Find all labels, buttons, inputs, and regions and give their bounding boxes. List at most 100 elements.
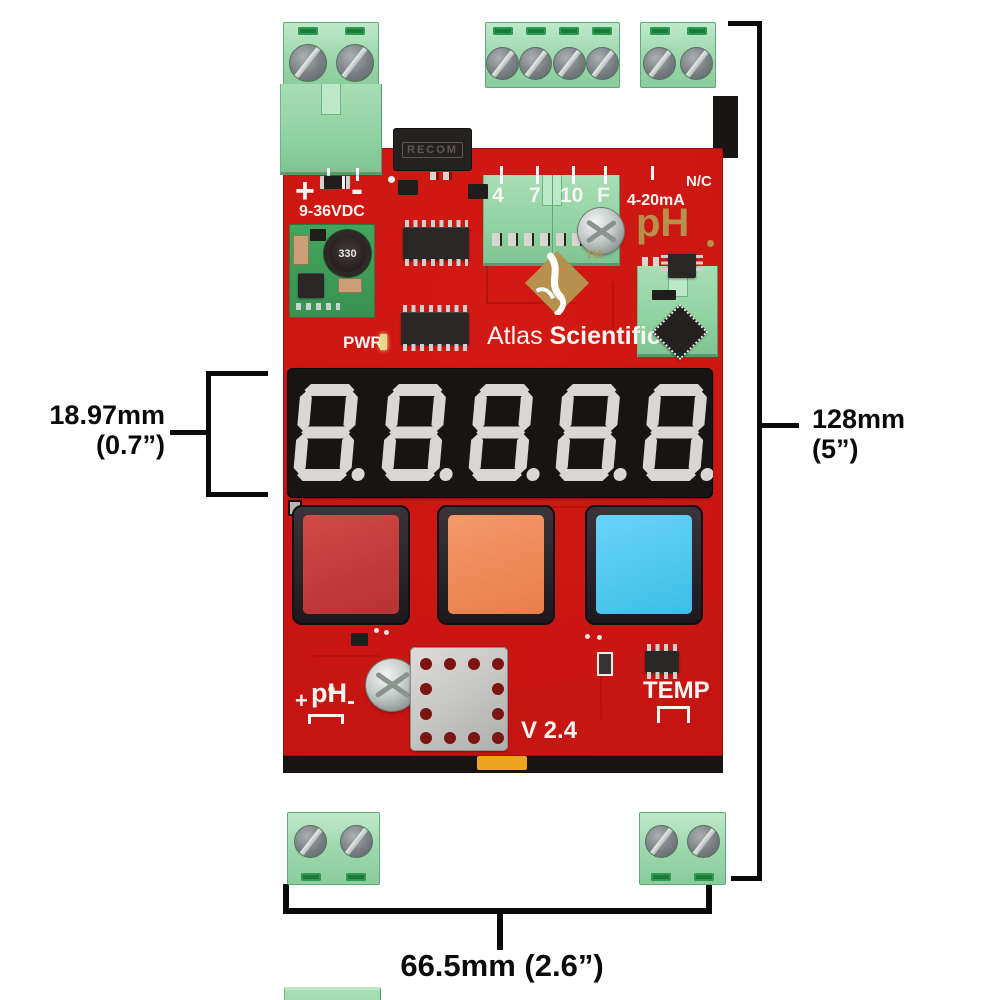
probe-bracket xyxy=(308,714,344,717)
temp-bracket xyxy=(657,706,690,709)
ic-pins xyxy=(647,672,678,679)
silkscreen-tick xyxy=(356,168,359,181)
display-height-bracket-line xyxy=(206,371,211,497)
orange-button xyxy=(437,505,555,625)
sot23-transistor xyxy=(468,184,488,199)
terminal-indicator xyxy=(492,27,513,35)
terminal-indicator xyxy=(686,27,707,35)
silkscreen-dot xyxy=(328,686,335,693)
terminal-indicator xyxy=(300,872,321,881)
terminal-screw xyxy=(294,824,328,858)
terminal-indicator xyxy=(592,27,613,35)
smd-part xyxy=(310,229,326,241)
cal-10-label: 10 xyxy=(560,184,584,207)
sot23-transistor xyxy=(398,180,418,195)
recom-dcdc-module: RECOM xyxy=(393,128,472,171)
temp-bracket xyxy=(657,706,660,723)
capacitor xyxy=(293,235,309,265)
power-plus-label: + xyxy=(295,172,315,210)
gold-pad xyxy=(707,240,714,247)
cal-f-label: F xyxy=(597,184,610,207)
terminal-screw xyxy=(585,46,619,80)
silkscreen-tick xyxy=(651,166,654,180)
pcb-trace xyxy=(600,660,602,720)
board-width-tick-right xyxy=(706,884,712,914)
probe-minus-label: - xyxy=(347,688,355,715)
probe-plus-label: + xyxy=(295,688,308,713)
blue-button-cap xyxy=(596,515,692,614)
probe-ph-label: pH xyxy=(311,678,347,708)
board-height-leader xyxy=(757,423,799,428)
terminal-screw xyxy=(288,44,327,82)
smd-dots xyxy=(374,628,379,633)
ic-pins xyxy=(661,255,668,275)
ic-pins xyxy=(647,644,678,651)
soic8-ic xyxy=(645,650,679,673)
dc-power-module: 330 xyxy=(289,224,375,318)
display-height-inch: (0.7”) xyxy=(95,430,165,461)
board-width-tick-left xyxy=(283,884,289,914)
temp-label: TEMP xyxy=(643,677,710,704)
mounting-screw xyxy=(366,659,418,711)
probe-bracket xyxy=(308,714,311,724)
output-terminal-screw-section xyxy=(640,22,716,88)
pcb-trace xyxy=(612,282,614,342)
atlas-diamond-logo xyxy=(525,251,589,315)
display-height-text: 18.97mm (0.7”) xyxy=(30,400,165,460)
board-height-text: 128mm (5”) xyxy=(812,404,905,464)
soic8-ic xyxy=(668,253,696,278)
ph-terminal-body xyxy=(284,987,381,1000)
board-height-tick-top xyxy=(728,21,762,26)
board-width-line xyxy=(283,908,712,914)
smd-capacitor-row xyxy=(492,233,588,246)
pcb-trace xyxy=(310,655,380,657)
inductor-value: 330 xyxy=(338,247,357,260)
silkscreen-dot xyxy=(388,176,395,183)
orange-button-cap xyxy=(448,515,544,614)
terminal-indicator xyxy=(344,27,365,35)
board-height-mm: 128mm xyxy=(812,404,906,434)
probe-bracket xyxy=(341,714,344,724)
tm-mark: TM xyxy=(586,249,602,261)
pwr-led xyxy=(380,334,387,350)
terminal-screw xyxy=(339,824,373,858)
terminal-screw xyxy=(552,46,586,80)
display-height-mm: 18.97mm xyxy=(49,400,165,430)
soic16-ic xyxy=(401,312,469,345)
board-width-text: 66.5mm (2.6”) xyxy=(400,948,604,983)
display-height-leader xyxy=(170,430,207,435)
din-rail-clip xyxy=(713,96,738,158)
seven-segment-digits xyxy=(292,384,713,481)
inductor-toroid: 330 xyxy=(324,230,371,277)
blue-button xyxy=(585,505,703,625)
power-minus-label: - xyxy=(351,168,363,209)
calibration-terminal-screw-section xyxy=(485,22,620,88)
ic-pins xyxy=(405,259,468,266)
power-range-label: 9-36VDC xyxy=(299,203,365,220)
terminal-screw xyxy=(519,46,553,80)
output-4-20ma-label: 4-20mA xyxy=(627,192,685,209)
display-height-bracket-tick xyxy=(206,371,268,376)
shield-vent-holes xyxy=(420,658,432,670)
terminal-indicator xyxy=(649,27,670,35)
terminal-indicator xyxy=(693,872,714,881)
regulator-ic xyxy=(298,273,324,298)
soic16-ic xyxy=(403,227,469,260)
pcb-bottom-tab xyxy=(477,756,527,770)
recom-label: RECOM xyxy=(402,141,463,158)
cal-7-label: 7 xyxy=(529,184,541,207)
ic-pins xyxy=(405,220,468,227)
pcb-trace xyxy=(486,302,576,304)
red-button-cap xyxy=(303,515,399,614)
smd-capacitor-pair xyxy=(430,172,454,180)
smd-part xyxy=(652,290,676,300)
terminal-screw xyxy=(644,824,678,858)
terminal-screw xyxy=(680,46,713,80)
smd-capacitor-pair xyxy=(642,257,664,266)
pwr-label: PWR xyxy=(343,333,383,352)
terminal-screw xyxy=(486,46,520,80)
smd-diode xyxy=(320,176,350,189)
terminal-indicator xyxy=(651,872,672,881)
terminal-indicator xyxy=(525,27,546,35)
